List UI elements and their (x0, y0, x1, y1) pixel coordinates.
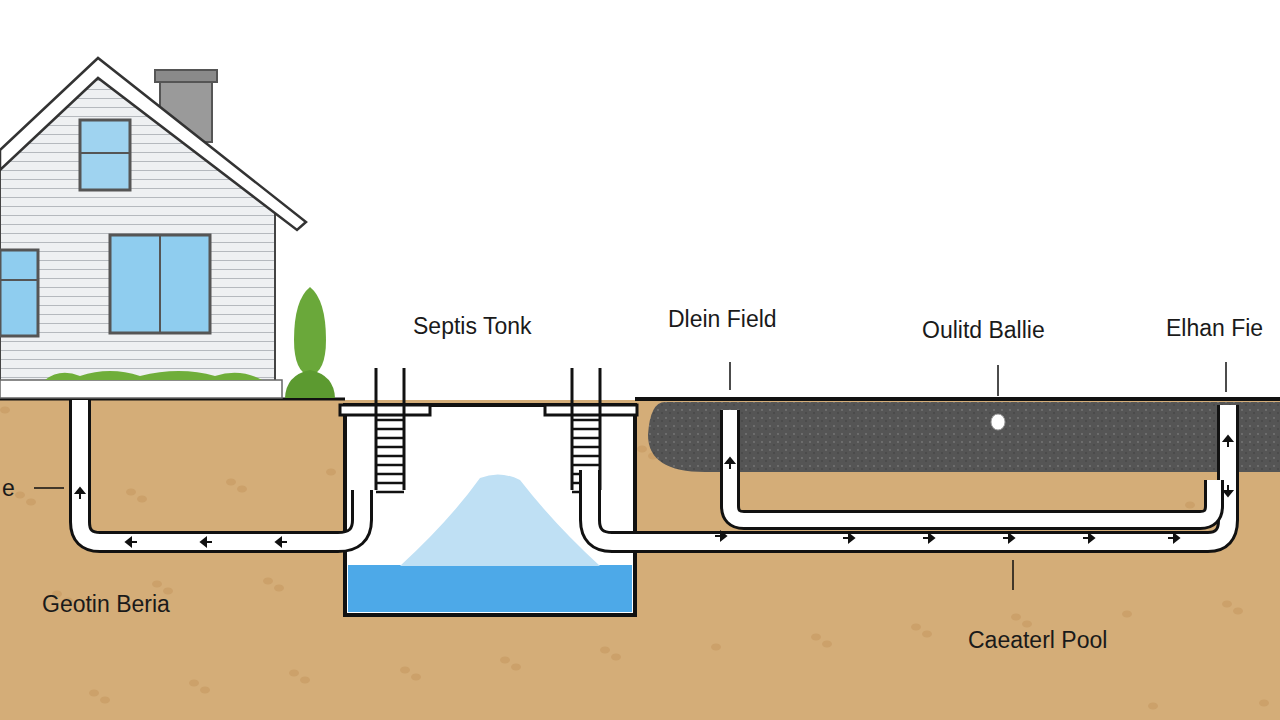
part-label: Elhan Fie (1166, 316, 1263, 341)
water (348, 565, 632, 612)
access-ladders (376, 368, 600, 492)
outlet-baffle (991, 414, 1005, 430)
sludge-mound (400, 474, 600, 566)
part-label: Dlein Field (668, 307, 777, 332)
pipes (80, 400, 1228, 542)
part-label: Oulitd Ballie (922, 318, 1045, 343)
flow-arrows (76, 436, 1232, 546)
tank-lid (545, 405, 637, 415)
shrub (294, 287, 326, 376)
tank-lid (340, 405, 430, 415)
window (110, 235, 210, 333)
leader-lines (34, 362, 1226, 590)
ground-line (635, 397, 1280, 401)
part-label: e (2, 476, 15, 501)
gravel-bed (648, 402, 1280, 472)
part-label: Caeaterl Pool (968, 628, 1107, 653)
part-label: Septis Tonk (413, 314, 531, 339)
part-label: Geotin Beria (42, 592, 170, 617)
chimney-cap (155, 70, 217, 82)
grass (45, 371, 262, 380)
shrub-base (285, 370, 335, 398)
roof (0, 58, 306, 230)
foundation (0, 380, 282, 398)
soil (0, 400, 1280, 720)
window (80, 120, 130, 190)
window (0, 250, 38, 336)
